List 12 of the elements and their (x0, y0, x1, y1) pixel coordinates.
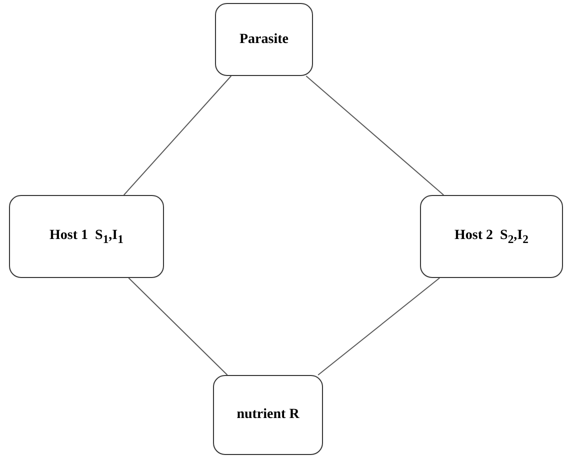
connector-line (306, 76, 444, 196)
node-label: Parasite (240, 32, 288, 48)
node-box (420, 195, 563, 278)
connector-line (128, 278, 228, 376)
node-label: Host 2 S$_{2}$,I$_{2}$ (454, 228, 528, 246)
node-box (9, 195, 164, 278)
node-label: Host 1 S$_{1}$,I$_{1}$ (50, 228, 124, 246)
node-label: nutrient R (236, 407, 300, 423)
connector-line (123, 76, 232, 196)
node-box (215, 3, 313, 76)
connector-line (318, 278, 440, 376)
node-box (213, 375, 323, 455)
